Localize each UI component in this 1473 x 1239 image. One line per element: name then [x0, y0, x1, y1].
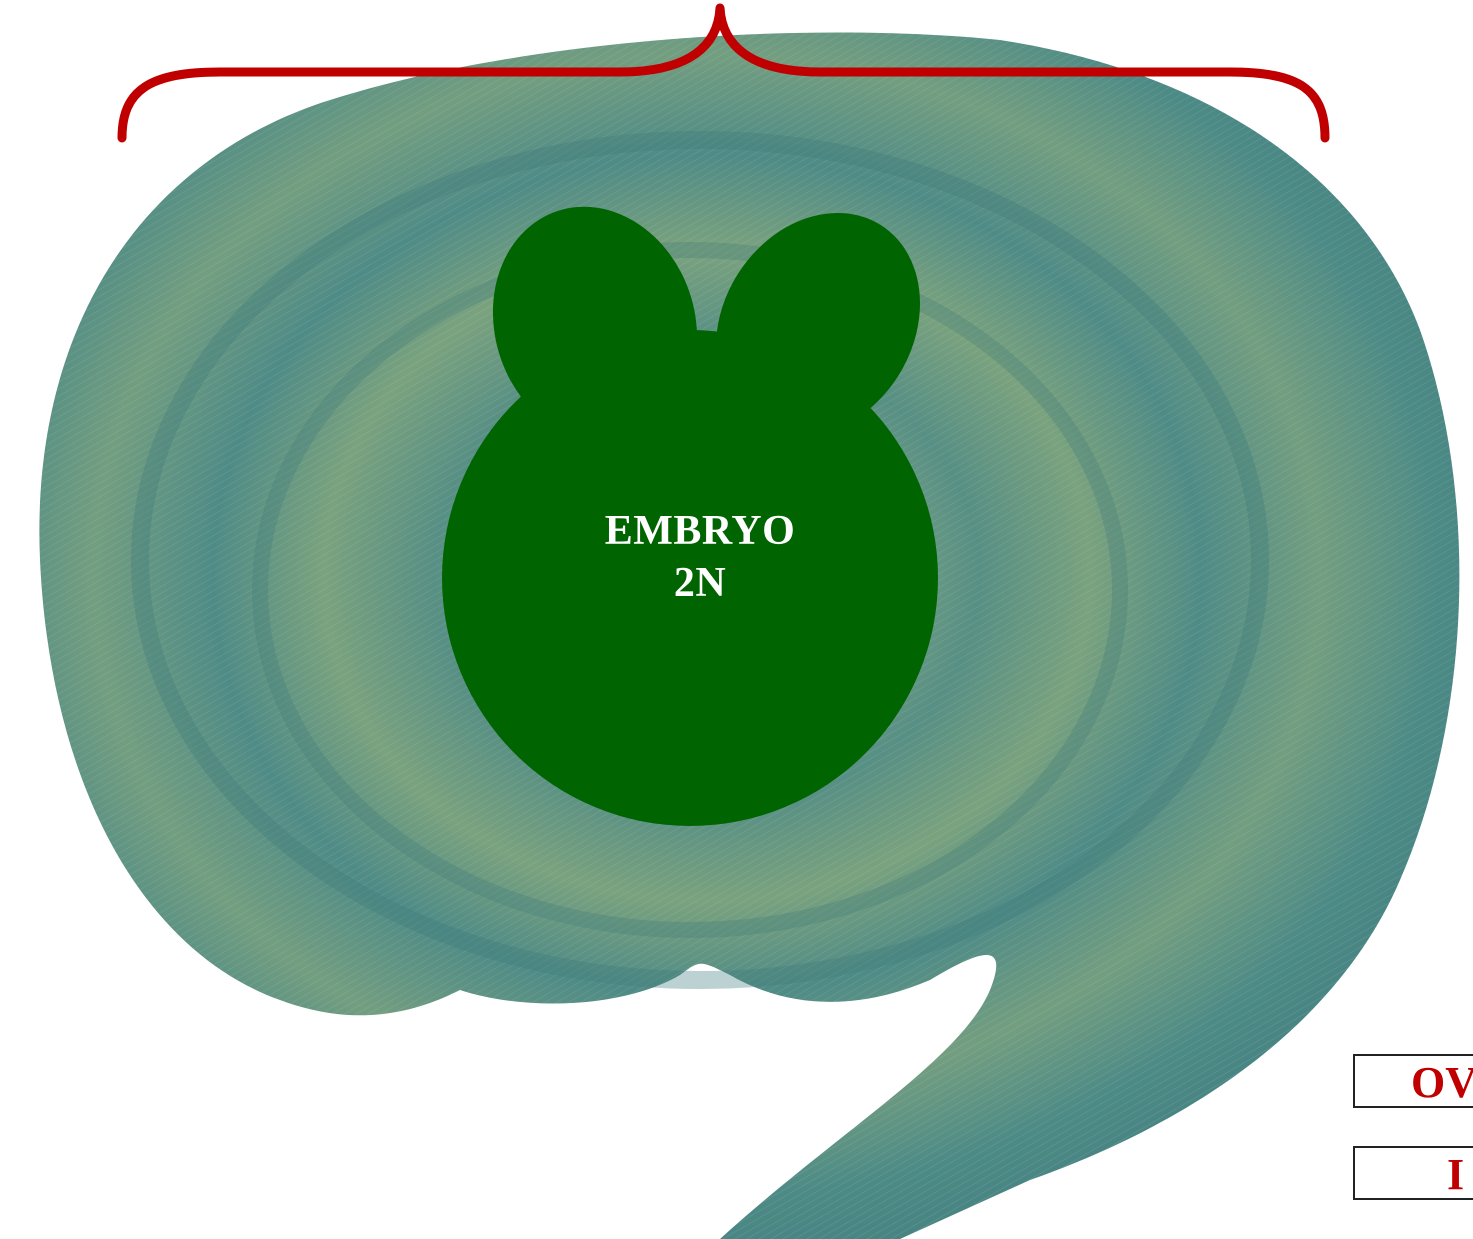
- embryo-label: EMBRYO 2N: [590, 505, 810, 609]
- ovule-label-text: OV: [1411, 1058, 1473, 1107]
- second-label-text: I: [1447, 1150, 1464, 1199]
- embryo-label-line1: EMBRYO: [590, 505, 810, 557]
- embryo-label-line2: 2N: [590, 557, 810, 609]
- ovule-label-box: OV: [1353, 1054, 1473, 1108]
- second-label-box: I: [1353, 1146, 1473, 1200]
